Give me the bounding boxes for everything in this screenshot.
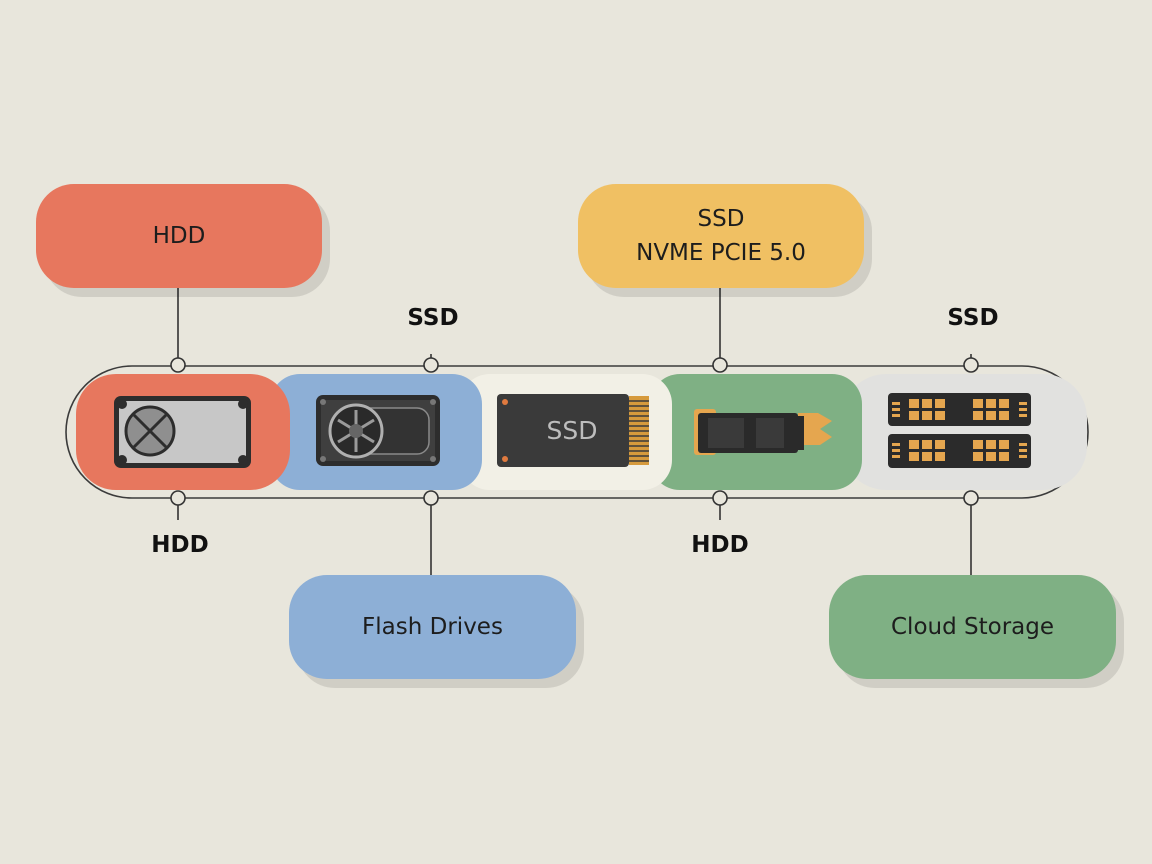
- callout-hdd: HDD: [36, 184, 322, 288]
- callout-flash-drives: Flash Drives: [289, 575, 576, 679]
- timeline-track: [65, 365, 1089, 499]
- callout-flash-drives-text: Flash Drives: [362, 614, 503, 640]
- ssd-card-label: SSD: [547, 416, 598, 445]
- hard-disk-drive-icon: [114, 396, 251, 468]
- junction-dot: [170, 490, 186, 506]
- label-hdd-bottom-1: HDD: [151, 532, 209, 558]
- callout-ssd-nvme-text: SSD NVME PCIE 5.0: [636, 206, 806, 266]
- hdd-with-fan-icon: [316, 395, 440, 466]
- label-ssd-top-1: SSD: [407, 305, 459, 331]
- callout-ssd-nvme: SSD NVME PCIE 5.0: [578, 184, 864, 288]
- junction-dot: [963, 357, 979, 373]
- junction-dot: [712, 490, 728, 506]
- callout-cloud-storage-text: Cloud Storage: [891, 614, 1054, 640]
- junction-dot: [423, 357, 439, 373]
- callout-cloud-storage: Cloud Storage: [829, 575, 1116, 679]
- memory-modules-icon: [888, 393, 1031, 468]
- callout-hdd-text: HDD: [152, 223, 206, 249]
- label-hdd-bottom-2: HDD: [691, 532, 749, 558]
- nvme-stick-icon: [694, 409, 832, 455]
- junction-dot: [170, 357, 186, 373]
- junction-dot: [712, 357, 728, 373]
- label-ssd-top-2: SSD: [947, 305, 999, 331]
- junction-dot: [423, 490, 439, 506]
- junction-dot: [963, 490, 979, 506]
- ssd-card-icon: SSD: [497, 394, 649, 467]
